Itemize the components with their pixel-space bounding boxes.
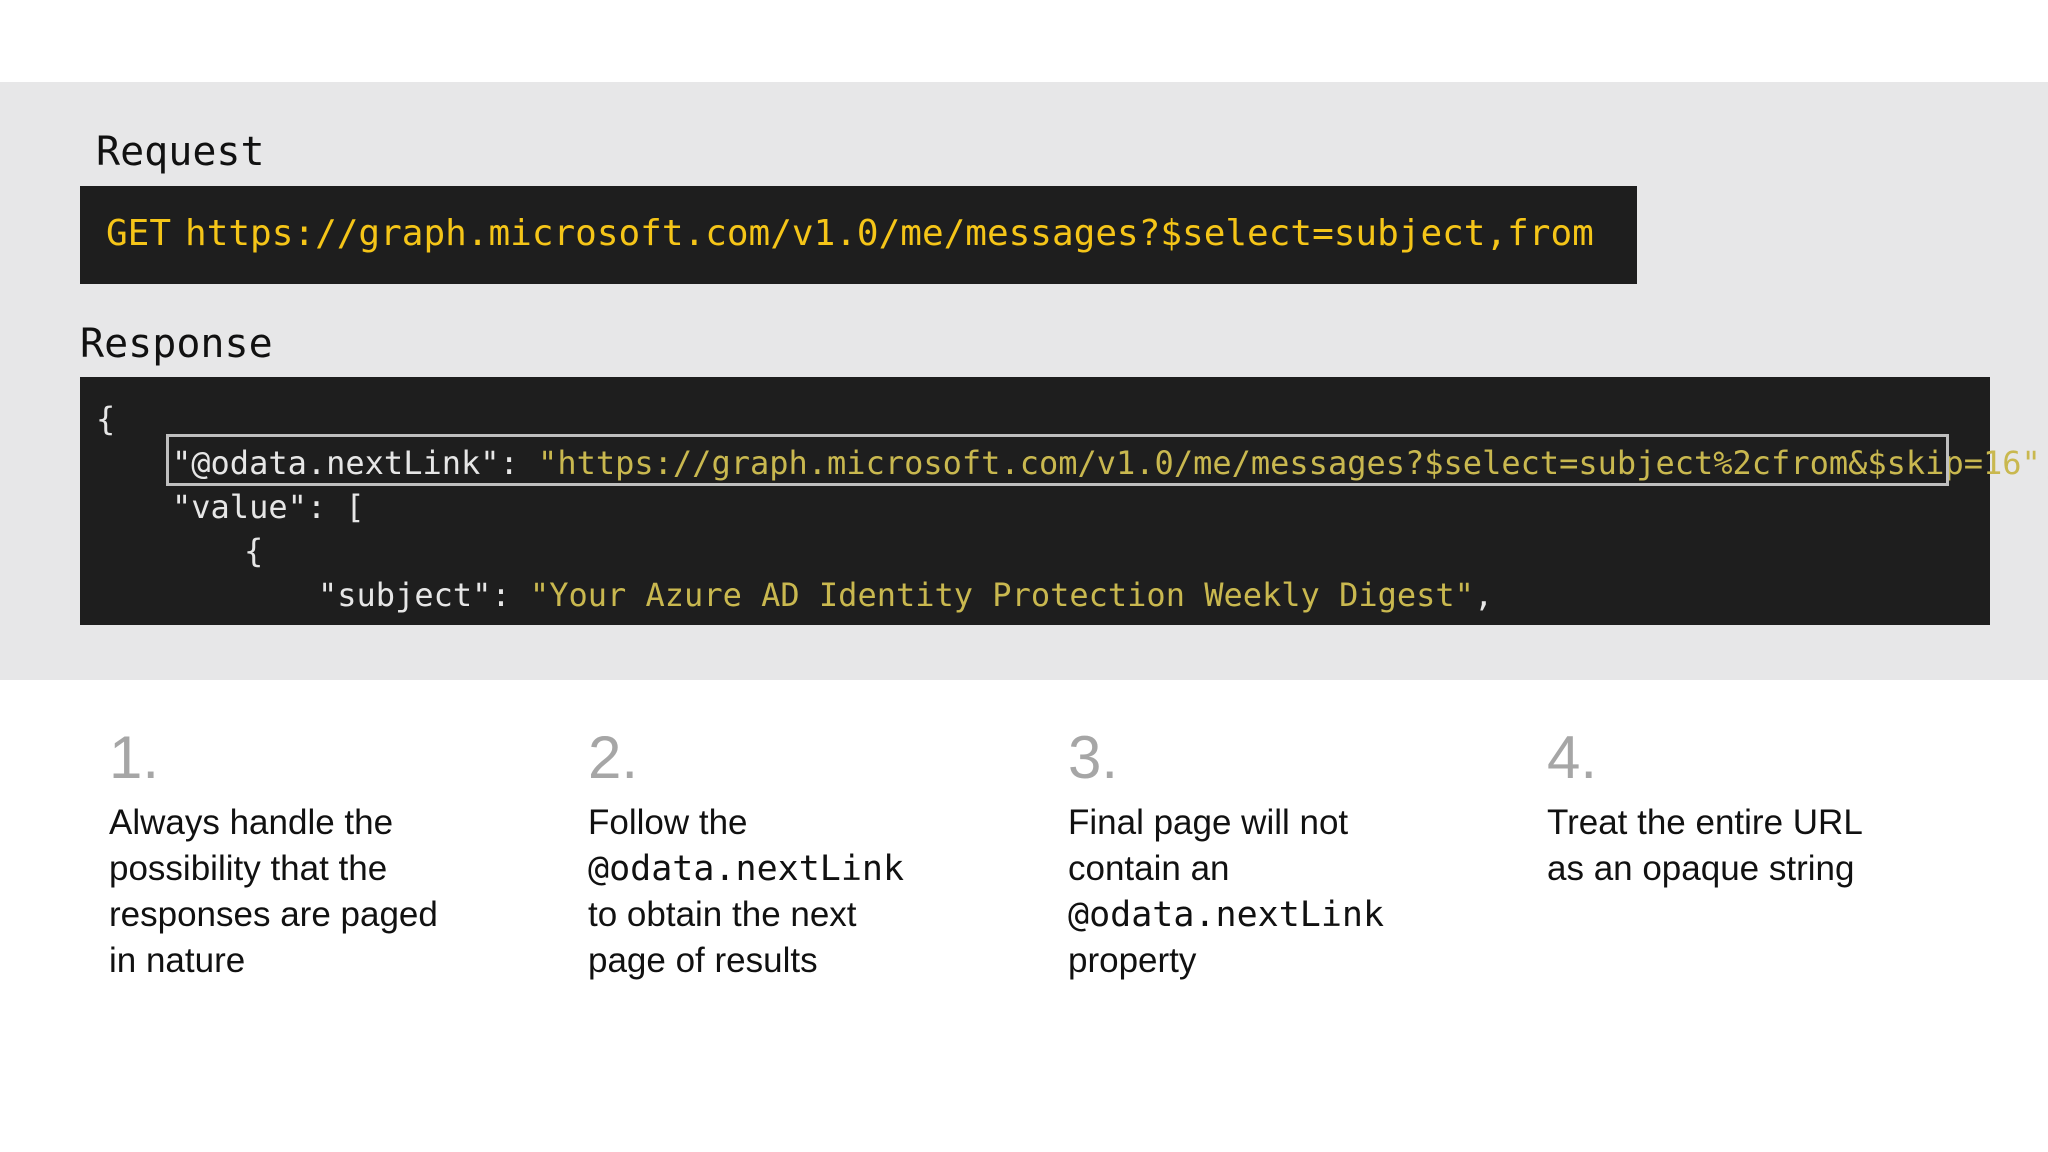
response-code-block: { "@odata.nextLink": "https://graph.micr…	[80, 377, 2048, 625]
next-link-key: "@odata.nextLink":	[172, 444, 539, 482]
tip-3: 3. Final page will not contain an @odata…	[1068, 722, 1488, 984]
tip-line: as an opaque string	[1547, 849, 1855, 888]
request-heading: Request	[96, 129, 265, 175]
request-code-block: GET https://graph.microsoft.com/v1.0/me/m…	[80, 186, 1637, 284]
next-link-comma: ,	[2041, 444, 2048, 482]
tip-number: 2.	[588, 724, 639, 791]
tip-line: in nature	[109, 941, 246, 980]
http-method: GET	[106, 213, 172, 254]
json-value-line: "value": [	[172, 488, 365, 526]
tips-row: 1. Always handle the possibility that th…	[0, 722, 2048, 1082]
tip-2: 2. Follow the @odata.nextLink to obtain …	[588, 722, 1008, 984]
tip-line: to obtain the next	[588, 895, 857, 934]
tip-line: Final page will not	[1068, 803, 1349, 842]
tip-code-line: @odata.nextLink	[588, 849, 905, 889]
json-item-open-brace: {	[244, 532, 264, 570]
tip-1: 1. Always handle the possibility that th…	[109, 722, 529, 984]
tip-line: property	[1068, 941, 1197, 980]
tip-text: Always handle the possibility that the r…	[109, 800, 529, 984]
tip-line: possibility that the	[109, 849, 388, 888]
response-heading: Response	[80, 321, 273, 367]
tip-line: Treat the entire URL	[1547, 803, 1863, 842]
subject-key: "subject":	[318, 576, 530, 614]
tip-number: 3.	[1068, 724, 1119, 791]
tip-text: Follow the @odata.nextLink to obtain the…	[588, 800, 1008, 984]
json-open-brace: {	[96, 400, 116, 438]
json-next-link-line: "@odata.nextLink": "https://graph.micros…	[172, 443, 2048, 483]
subject-comma: ,	[1473, 576, 1494, 614]
tip-line: page of results	[588, 941, 818, 980]
tip-line: Always handle the	[109, 803, 394, 842]
tip-line: responses are paged	[109, 895, 438, 934]
subject-value: "Your Azure AD Identity Protection Weekl…	[529, 576, 1474, 614]
tip-text: Treat the entire URL as an opaque string	[1547, 800, 1967, 892]
request-url: https://graph.microsoft.com/v1.0/me/mess…	[185, 213, 1594, 254]
tip-4: 4. Treat the entire URL as an opaque str…	[1547, 722, 1967, 892]
next-link-highlight	[166, 434, 1949, 486]
tip-line: contain an	[1068, 849, 1230, 888]
json-subject-line: "subject": "Your Azure AD Identity Prote…	[318, 575, 1493, 615]
tip-number: 4.	[1547, 724, 1598, 791]
tip-number: 1.	[109, 724, 160, 791]
next-link-value: "https://graph.microsoft.com/v1.0/me/mes…	[538, 444, 2041, 482]
tip-line: Follow the	[588, 803, 748, 842]
request-line: GET https://graph.microsoft.com/v1.0/me/m…	[106, 212, 1594, 256]
tip-code-line: @odata.nextLink	[1068, 895, 1385, 935]
tip-text: Final page will not contain an @odata.ne…	[1068, 800, 1488, 984]
